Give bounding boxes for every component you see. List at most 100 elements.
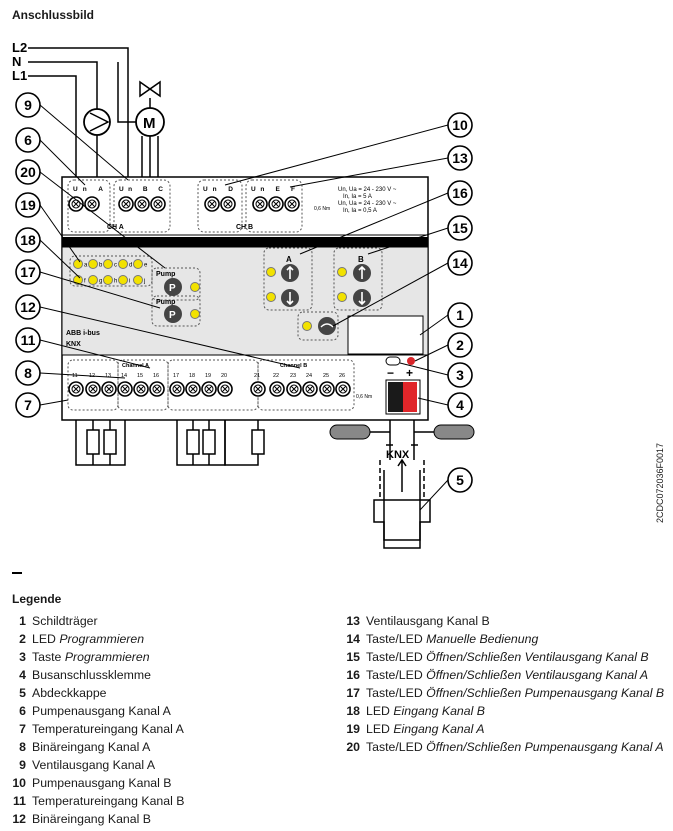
led-label: g	[99, 279, 102, 285]
brand-label: ABB i-bus	[66, 330, 100, 337]
valve-b-close-button[interactable]	[353, 289, 371, 307]
top-terminals	[68, 196, 300, 212]
bus-knx-label: KNX	[386, 449, 410, 461]
legend-text: LED Eingang Kanal B	[366, 702, 485, 720]
terminal-screw[interactable]	[133, 381, 149, 397]
legend-text-plain: Schildträger	[32, 614, 98, 628]
svg-text:6: 6	[24, 132, 32, 148]
torque-top: 0,6 Nm	[314, 206, 330, 212]
minus-sign: −	[387, 366, 394, 380]
svg-text:7: 7	[24, 397, 32, 413]
svg-text:1: 1	[456, 307, 464, 323]
terminal-screw[interactable]	[68, 381, 84, 397]
led-label: d	[129, 263, 132, 269]
svg-text:4: 4	[456, 397, 464, 413]
terminal-screw[interactable]	[117, 381, 133, 397]
svg-text:5: 5	[456, 472, 464, 488]
terminal-screw[interactable]	[118, 196, 134, 212]
terminal-screw[interactable]	[284, 196, 300, 212]
terminal-screw[interactable]	[319, 381, 335, 397]
svg-text:P: P	[169, 283, 176, 294]
pump-a-label: Pump	[156, 271, 175, 278]
valve-a-close-button[interactable]	[281, 289, 299, 307]
svg-text:2: 2	[456, 337, 464, 353]
terminal-screw[interactable]	[204, 196, 220, 212]
status-led	[103, 275, 113, 285]
terminal-screw[interactable]	[302, 381, 318, 397]
legend-text: Temperatureingang Kanal A	[32, 720, 184, 738]
terminal-number: 24	[306, 373, 312, 379]
status-led	[118, 259, 128, 269]
terminal-screw[interactable]	[220, 196, 236, 212]
legend-text-italic: Programmieren	[59, 632, 145, 646]
bus-terminal[interactable]	[385, 379, 421, 415]
terminal-screw[interactable]	[101, 381, 117, 397]
terminal-screw[interactable]	[268, 196, 284, 212]
terminal-screw[interactable]	[85, 381, 101, 397]
terminal-screw[interactable]	[335, 381, 351, 397]
legend-number: 9	[19, 758, 26, 772]
svg-text:19: 19	[20, 197, 36, 213]
terminal-number: 23	[290, 373, 296, 379]
status-led	[266, 267, 276, 277]
callout-16: 16	[299, 180, 473, 255]
knx-logo: KNX	[66, 341, 81, 348]
status-led	[266, 292, 276, 302]
document-id: 2CDC072036F0017	[655, 442, 665, 524]
legend-text-plain: Taste/LED	[366, 650, 427, 664]
terminal-screw[interactable]	[252, 196, 268, 212]
legend-number: 7	[19, 722, 26, 736]
legend-text-italic: Programmieren	[64, 650, 150, 664]
legend-number: 11	[13, 794, 26, 808]
legend-number: 14	[346, 632, 360, 646]
legend-text-plain: Pumpenausgang Kanal B	[32, 776, 172, 790]
rating-line: Un, Ua = 24 - 230 V ~	[338, 187, 397, 193]
terminal-screw[interactable]	[68, 196, 84, 212]
terminal-screw[interactable]	[149, 381, 165, 397]
callout-17: 17	[15, 259, 161, 309]
callout-11: 11	[15, 327, 151, 369]
legend-text: Ventilausgang Kanal B	[366, 612, 490, 630]
callout-19: 19	[15, 192, 81, 263]
terminal-screw[interactable]	[150, 196, 166, 212]
legend-text-plain: Ventilausgang Kanal B	[366, 614, 490, 628]
terminal-screw[interactable]	[269, 381, 285, 397]
terminal-screw[interactable]	[84, 196, 100, 212]
legend-number: 10	[12, 776, 26, 790]
callout-12: 12	[15, 294, 301, 369]
terminal-screw[interactable]	[201, 381, 217, 397]
bottom-terminals: 11121314151617181920212223242526	[68, 373, 351, 397]
svg-text:17: 17	[20, 264, 36, 280]
status-led	[133, 259, 143, 269]
programming-button[interactable]	[385, 356, 401, 366]
callout-14: 14	[332, 250, 473, 327]
terminal-screw[interactable]	[185, 381, 201, 397]
connection-diagram: L2 N L1 M Un A Un B C Un D Un E F CH A C…	[12, 40, 475, 549]
terminal-screw[interactable]	[286, 381, 302, 397]
status-led	[88, 275, 98, 285]
valve-b-open-button[interactable]	[353, 264, 371, 282]
valve-a-open-button[interactable]	[281, 264, 299, 282]
svg-text:9: 9	[24, 97, 32, 113]
label-carrier	[347, 315, 424, 355]
valve-b-label: B	[358, 255, 364, 264]
legend-text-italic: Eingang Kanal B	[393, 704, 485, 718]
legend-text: Binäreingang Kanal A	[32, 738, 150, 756]
pump-a-button[interactable]: P	[164, 278, 182, 296]
sensor-wiring	[75, 420, 431, 549]
terminal-screw[interactable]	[250, 381, 266, 397]
terminal-number: 26	[339, 373, 345, 379]
terminal-screw[interactable]	[134, 196, 150, 212]
pump-b-button[interactable]: P	[164, 305, 182, 323]
legend-text-italic: Öffnen/Schließen Ventilausgang Kanal A	[426, 668, 649, 682]
manual-operation-button[interactable]	[318, 317, 336, 335]
legend-number: 3	[19, 650, 26, 664]
terminal-screw[interactable]	[217, 381, 233, 397]
svg-text:13: 13	[452, 150, 468, 166]
legend-text: Taste Programmieren	[32, 648, 150, 666]
terminal-screw[interactable]	[169, 381, 185, 397]
